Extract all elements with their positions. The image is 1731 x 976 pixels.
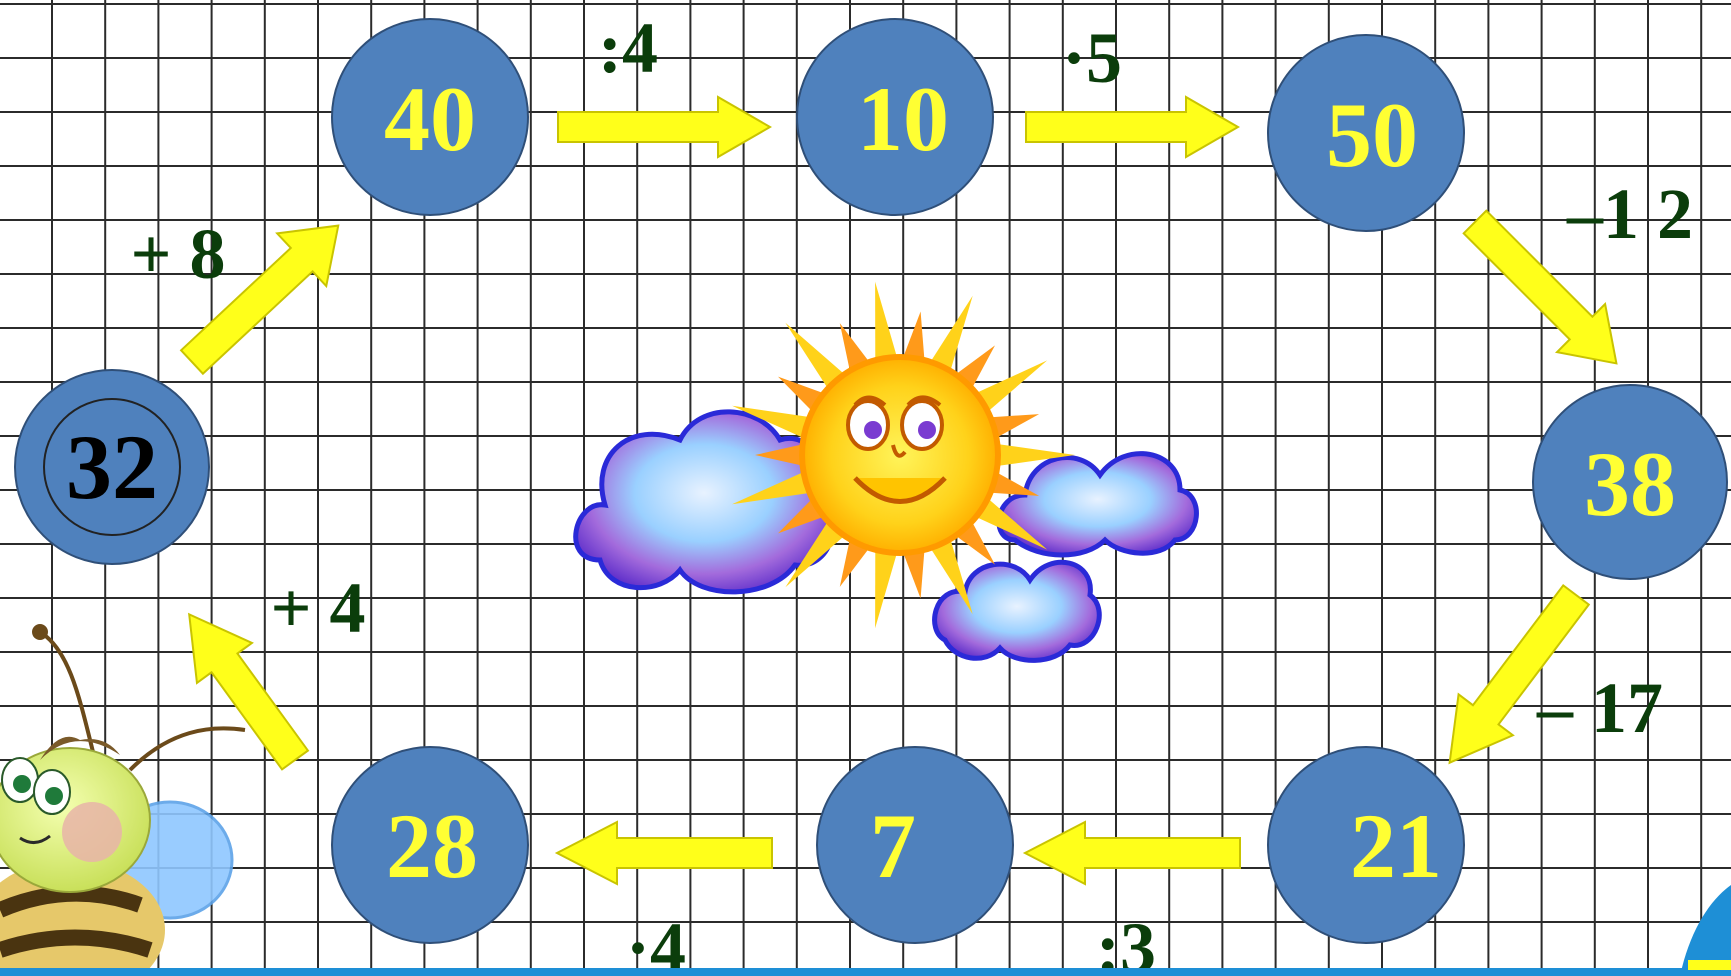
sun-and-clouds-group: [576, 282, 1197, 661]
op-label-div4: :4: [598, 8, 658, 88]
op-label-plus4: + 4: [270, 568, 365, 648]
node-50[interactable]: 50: [1268, 35, 1464, 231]
op-label-plus8: + 8: [130, 214, 225, 294]
node-40-value: 40: [384, 68, 476, 170]
node-10-value: 10: [857, 68, 949, 170]
node-10[interactable]: 10: [797, 19, 993, 215]
node-21[interactable]: 21: [1268, 747, 1464, 943]
bee-mascot-icon: [0, 624, 245, 976]
node-50-value: 50: [1326, 84, 1418, 186]
arrow-10-to-50: [1026, 97, 1238, 157]
node-28[interactable]: 28: [332, 747, 528, 943]
op-label-div3: :3: [1096, 908, 1156, 976]
sun-ray: [875, 547, 898, 629]
node-40[interactable]: 40: [332, 19, 528, 215]
node-32-value: 32: [66, 416, 158, 518]
arrow-7-to-28: [557, 822, 772, 884]
node-7[interactable]: 7: [817, 747, 1013, 943]
node-28-value: 28: [386, 795, 478, 897]
arrow-21-to-7: [1025, 822, 1240, 884]
node-38[interactable]: 38: [1533, 385, 1727, 579]
sun-ray: [875, 282, 898, 364]
node-32[interactable]: 32: [15, 370, 209, 564]
op-label-minus12: –1 2: [1566, 174, 1693, 254]
cloud-icon: [576, 412, 833, 592]
node-38-value: 38: [1584, 433, 1676, 535]
op-label-mul5: ·5: [1062, 18, 1122, 98]
node-21-value: 21: [1350, 795, 1442, 897]
op-label-mul4: ·4: [626, 908, 686, 976]
op-label-minus17: – 17: [1536, 668, 1663, 748]
node-7-value: 7: [870, 795, 916, 897]
arrow-40-to-10: [558, 97, 770, 157]
